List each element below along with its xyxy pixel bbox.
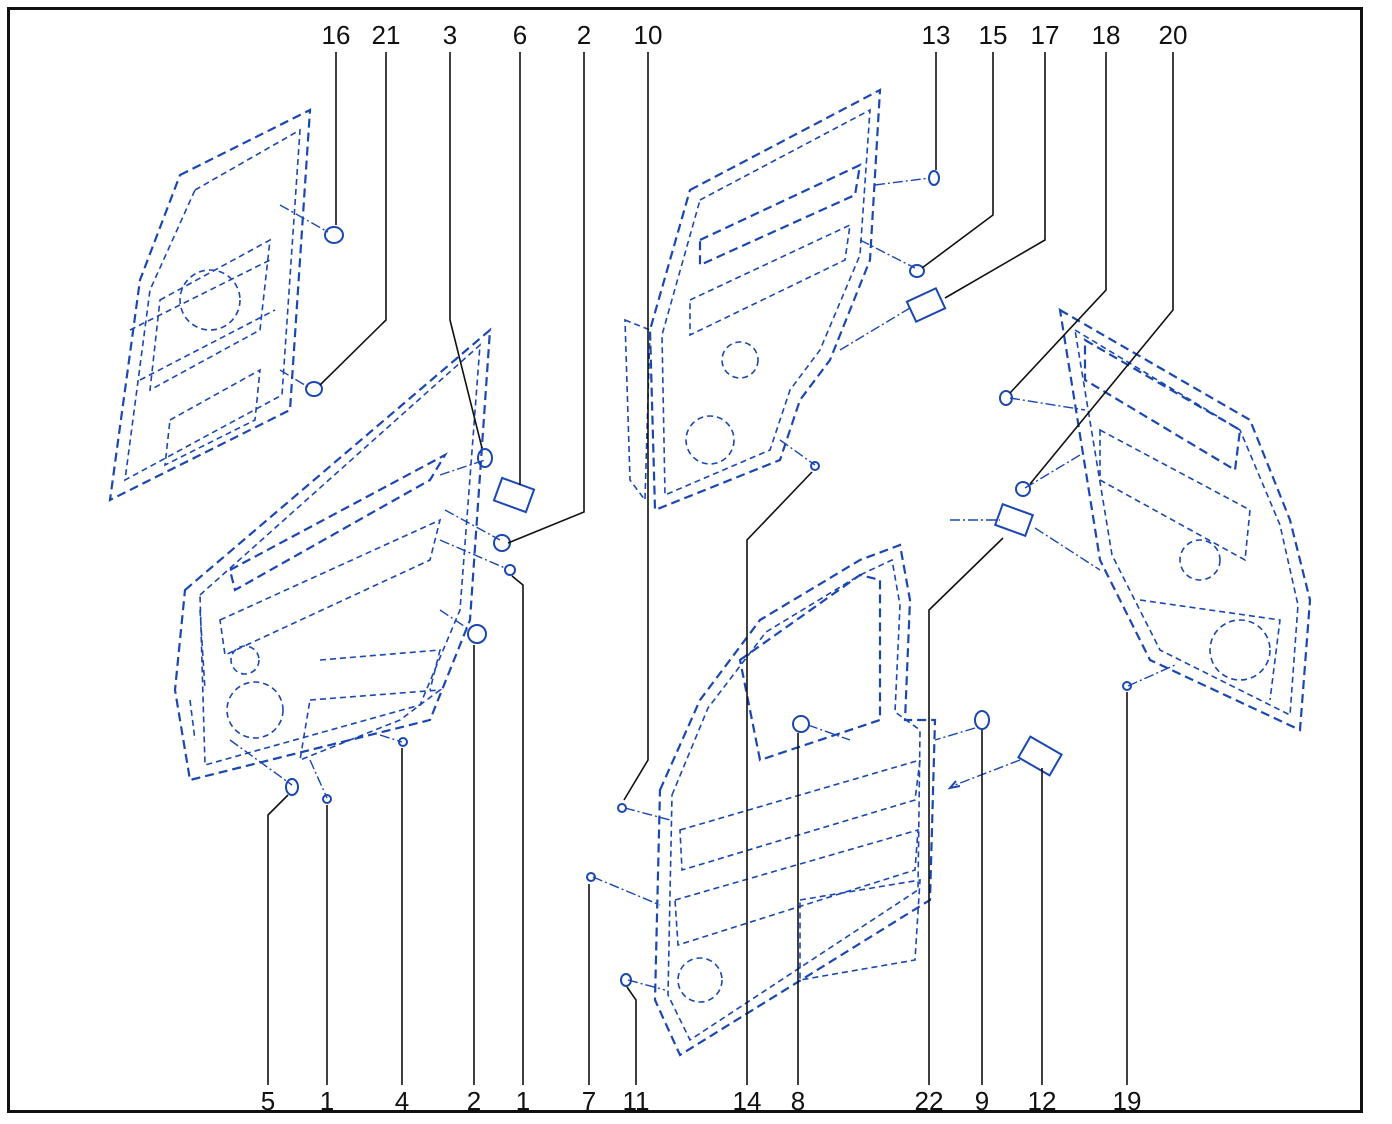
part-12-seal <box>1017 735 1063 777</box>
callout-6: 6 <box>513 20 527 50</box>
part-3-grommet <box>477 448 493 468</box>
callout-17: 17 <box>1031 20 1060 50</box>
callout-9: 9 <box>975 1086 989 1116</box>
callout-labels-top: 16 21 3 6 2 10 13 15 17 18 20 <box>322 20 1188 50</box>
front-door-panel-left <box>173 327 506 799</box>
part-5-grommet <box>285 778 299 796</box>
callout-20: 20 <box>1159 20 1188 50</box>
callout-12: 12 <box>1028 1086 1057 1116</box>
front-door-panel-bottom-center <box>592 519 1021 1057</box>
callout-10: 10 <box>634 20 663 50</box>
callout-2-bottom: 2 <box>467 1086 481 1116</box>
part-16-plug <box>324 226 344 244</box>
part-1-plug-lower <box>322 794 332 804</box>
leader-lines <box>267 52 1174 1085</box>
callout-18: 18 <box>1092 20 1121 50</box>
callout-13: 13 <box>922 20 951 50</box>
callout-labels-bottom: 5 1 4 2 1 7 11 14 8 22 9 12 19 <box>261 1086 1142 1116</box>
callout-5: 5 <box>261 1086 275 1116</box>
part-17-seal <box>905 286 947 324</box>
part-9-grommet <box>974 710 990 730</box>
part-18-plug <box>999 390 1013 406</box>
part-10-plug <box>617 803 627 813</box>
part-22-seal <box>993 502 1035 538</box>
part-11-grommet <box>620 973 632 987</box>
part-8-plug <box>792 715 810 733</box>
callout-8: 8 <box>791 1086 805 1116</box>
part-2-plug-lower <box>467 624 487 644</box>
part-14-plug <box>810 461 820 471</box>
callout-3: 3 <box>443 20 457 50</box>
callout-14: 14 <box>733 1086 762 1116</box>
callout-19: 19 <box>1113 1086 1142 1116</box>
rear-door-panel-right <box>1009 307 1312 732</box>
front-door-panel-upper-right <box>624 88 931 512</box>
callout-1-right: 1 <box>516 1086 530 1116</box>
callout-1-left: 1 <box>320 1086 334 1116</box>
callout-2-top: 2 <box>577 20 591 50</box>
part-1-plug-upper <box>504 564 516 576</box>
callout-16: 16 <box>322 20 351 50</box>
diagram-border <box>7 7 1363 1113</box>
part-2-plug-upper <box>493 534 511 552</box>
callout-4: 4 <box>395 1086 409 1116</box>
plugs-and-seals <box>285 170 1132 987</box>
callout-11: 11 <box>623 1086 650 1116</box>
part-13-plug <box>928 170 940 186</box>
part-21-plug <box>305 381 323 397</box>
callout-22: 22 <box>915 1086 944 1116</box>
part-6-seal <box>492 476 536 514</box>
callout-15: 15 <box>979 20 1008 50</box>
part-7-plug <box>586 872 596 882</box>
callout-21: 21 <box>372 20 401 50</box>
part-15-plug <box>909 264 925 278</box>
rear-door-panel-upper-left <box>108 108 329 502</box>
callout-7: 7 <box>582 1086 596 1116</box>
part-4-plug <box>398 737 408 747</box>
part-12-arrow <box>947 780 961 790</box>
part-20-plug <box>1015 481 1031 497</box>
part-19-plug <box>1122 681 1132 691</box>
